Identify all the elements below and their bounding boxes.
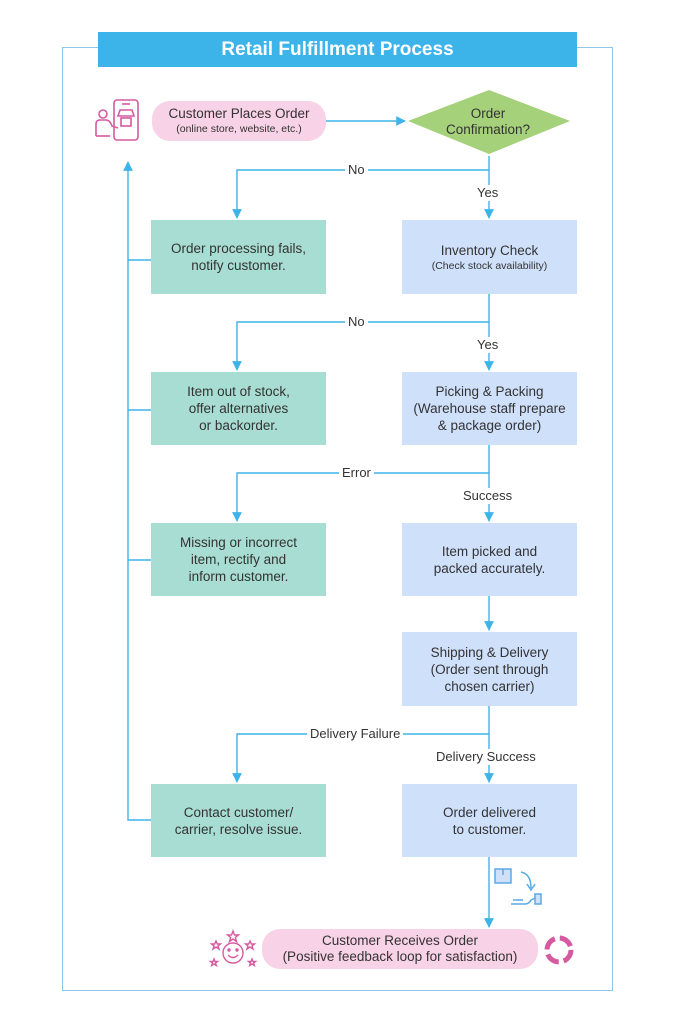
decision-line-1: Order xyxy=(470,106,506,121)
box-picking-packing: Picking & Packing (Warehouse staff prepa… xyxy=(402,372,577,445)
label-no-2: No xyxy=(345,314,368,330)
happy-face-icon xyxy=(208,929,258,968)
box-item-picked: Item picked and packed accurately. xyxy=(402,523,577,596)
decision-diamond xyxy=(408,90,570,154)
label-yes-2: Yes xyxy=(474,337,502,353)
box-line: to customer. xyxy=(452,821,527,837)
start-pill: Customer Places Order (online store, web… xyxy=(152,101,326,141)
label-delivery-failure: Delivery Failure xyxy=(307,726,404,742)
end-title: Customer Receives Order xyxy=(321,933,479,948)
box-line: Inventory Check xyxy=(440,242,539,258)
box-line: offer alternatives xyxy=(188,401,289,416)
decision-line-2: Confirmation? xyxy=(445,122,531,137)
box-line: Order delivered xyxy=(442,804,537,820)
box-line: notify customer. xyxy=(191,258,286,273)
box-line: carrier, resolve issue. xyxy=(174,821,303,837)
box-line: Order processing fails, xyxy=(170,241,307,256)
box-inventory-check: Inventory Check (Check stock availabilit… xyxy=(402,220,577,294)
label-success: Success xyxy=(460,488,516,504)
start-title: Customer Places Order xyxy=(168,106,310,121)
box-line: (Warehouse staff prepare xyxy=(413,401,566,416)
box-line: Item picked and xyxy=(441,543,538,559)
box-line: Picking & Packing xyxy=(435,384,544,399)
box-line: Contact customer/ xyxy=(183,804,294,820)
label-delivery-success: Delivery Success xyxy=(433,749,539,765)
end-pill: Customer Receives Order (Positive feedba… xyxy=(262,929,538,969)
box-missing-item: Missing or incorrect item, rectify and i… xyxy=(151,523,326,596)
diagram-title: Retail Fulfillment Process xyxy=(98,32,577,67)
arrow-picking-error xyxy=(232,472,489,522)
delivery-hand-icon xyxy=(494,868,542,905)
end-subtitle: (Positive feedback loop for satisfaction… xyxy=(282,949,518,964)
arrow-decision-no xyxy=(232,169,489,219)
arrow-shipping-failure xyxy=(232,733,489,783)
decision-text: Order Confirmation? xyxy=(410,102,566,142)
box-item-out-of-stock: Item out of stock, offer alternatives or… xyxy=(151,372,326,445)
label-yes-1: Yes xyxy=(474,185,502,201)
box-shipping-delivery: Shipping & Delivery (Order sent through … xyxy=(402,632,577,706)
box-line: item, rectify and xyxy=(190,552,287,567)
box-subline: (Check stock availability) xyxy=(431,259,548,272)
box-line: or backorder. xyxy=(199,418,278,433)
box-order-delivered: Order delivered to customer. xyxy=(402,784,577,857)
box-line: packed accurately. xyxy=(433,560,546,576)
box-line: inform customer. xyxy=(188,569,289,584)
shop-phone-icon xyxy=(95,99,139,141)
box-line: Item out of stock, xyxy=(187,384,290,399)
box-line: & package order) xyxy=(437,418,542,433)
box-order-processing-fails: Order processing fails, notify customer. xyxy=(151,220,326,294)
box-line: Missing or incorrect xyxy=(179,535,298,550)
feedback-loop-line xyxy=(123,161,151,821)
label-no-1: No xyxy=(345,162,368,178)
start-subtitle: (online store, website, etc.) xyxy=(176,123,302,135)
label-error: Error xyxy=(339,465,374,481)
box-line: Shipping & Delivery xyxy=(430,644,549,660)
box-line: (Order sent through xyxy=(430,661,549,677)
arrow-inventory-no xyxy=(232,321,489,371)
cycle-icon xyxy=(544,935,574,965)
box-contact-customer: Contact customer/ carrier, resolve issue… xyxy=(151,784,326,857)
box-line: chosen carrier) xyxy=(444,678,535,694)
